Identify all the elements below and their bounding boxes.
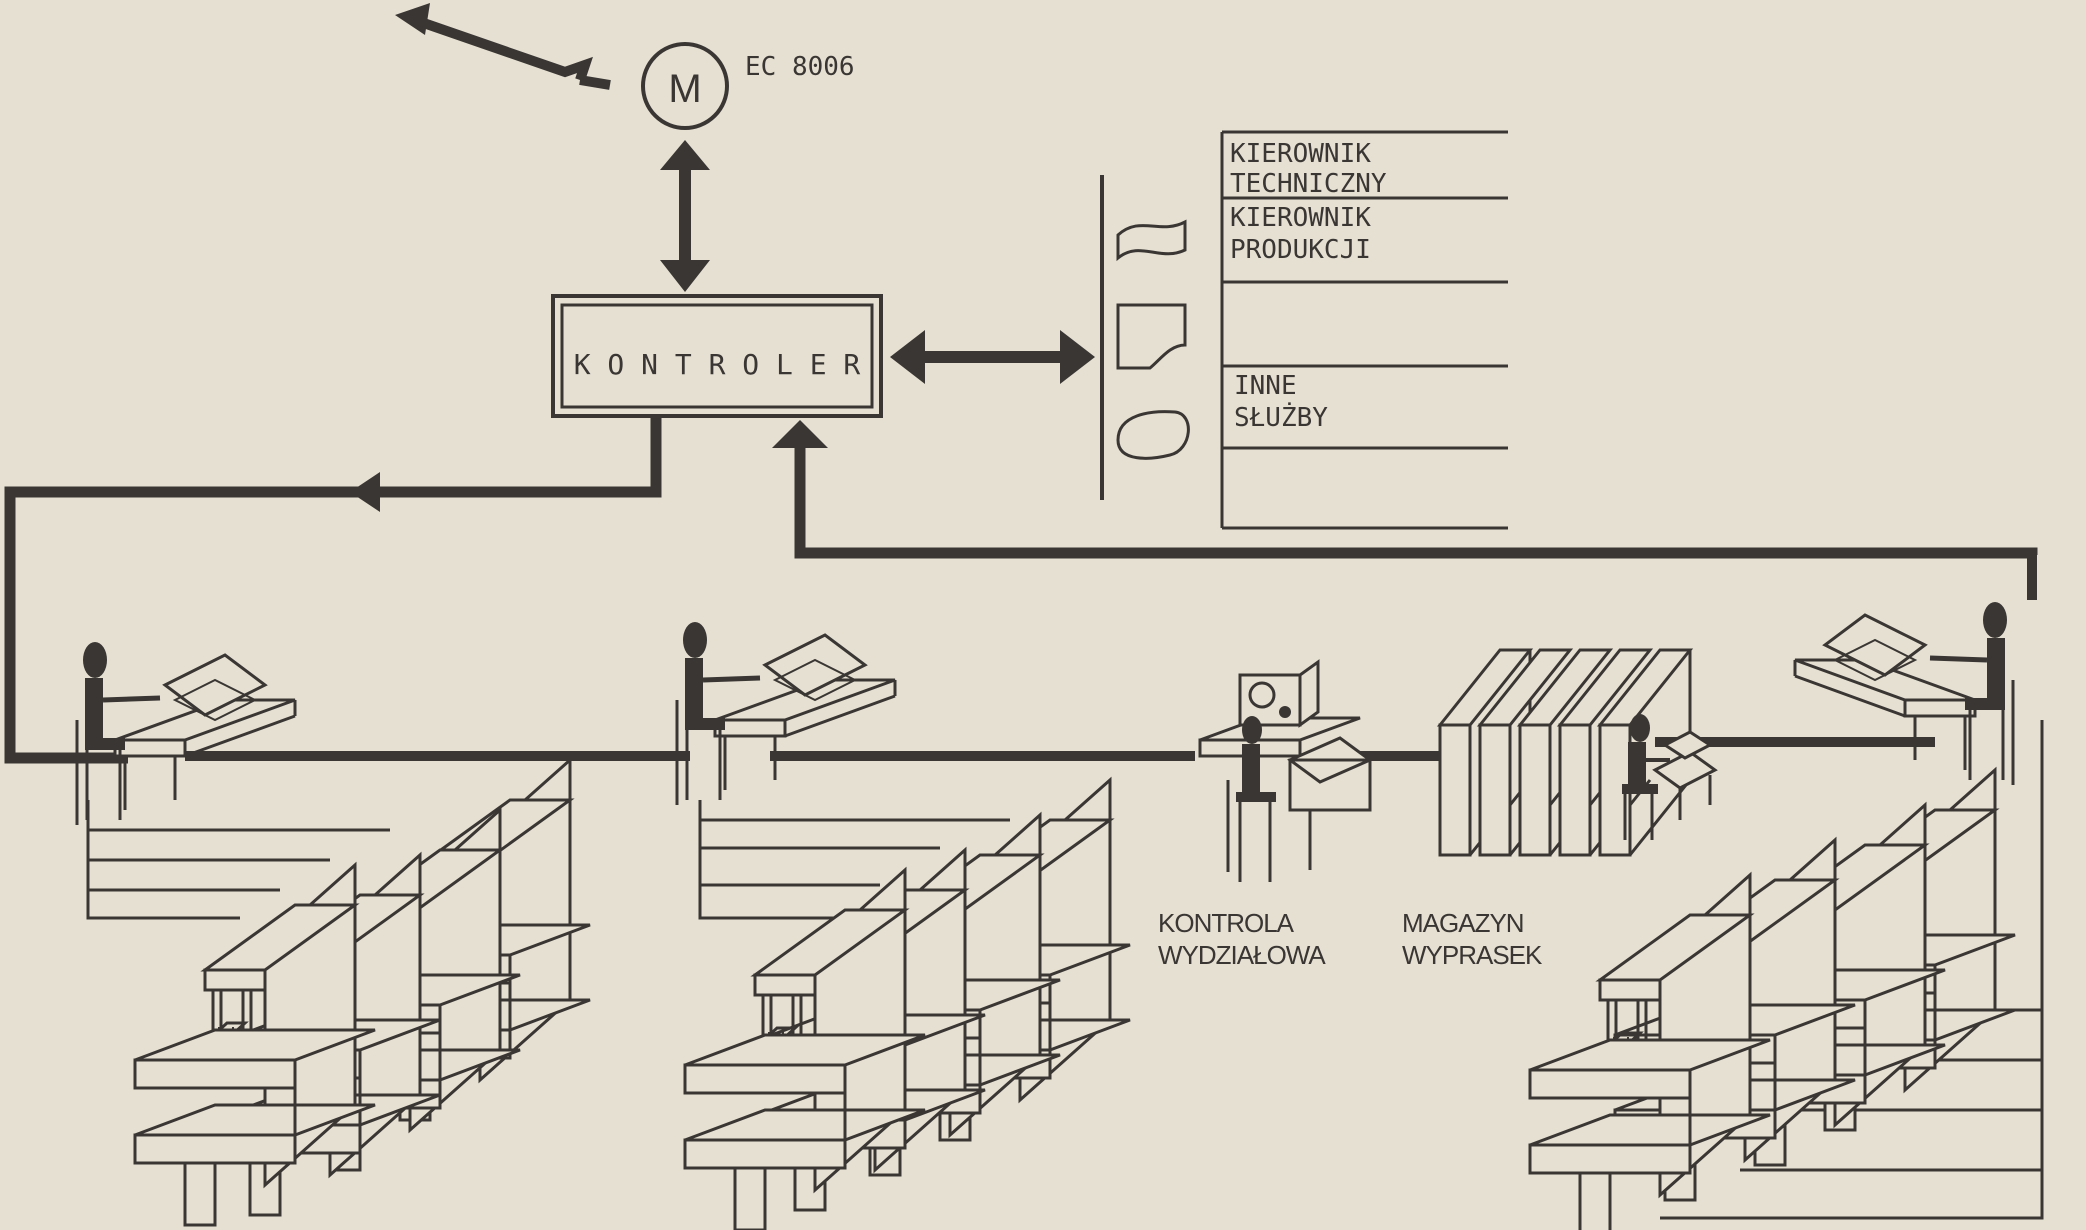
table-row-2-line1: KIEROWNIK [1230,203,1371,233]
management-table: KIEROWNIK TECHNICZNY KIEROWNIK PRODUKCJI… [1222,132,1508,528]
warehouse-label-line2: WYPRASEK [1402,940,1543,970]
warehouse-operator [1622,714,1715,840]
operator-terminal-1 [77,642,295,825]
table-row-4-line2: SŁUŻBY [1234,401,1328,433]
punched-tape-icon [1118,222,1185,258]
table-row-1-line1: KIEROWNIK [1230,139,1371,169]
punched-card-icon [1118,305,1185,368]
operator-terminal-3 [1795,602,2013,785]
table-row-2-line2: PRODUKCJI [1230,235,1371,265]
controller-panel-arrow [890,330,1095,384]
output-devices-panel [1102,175,1188,500]
inspection-label-line2: WYDZIAŁOWA [1158,940,1326,970]
controller-box: K O N T R O L E R [553,296,881,416]
telecom-link [395,3,610,85]
controller-label: K O N T R O L E R [574,348,861,381]
warehouse-label-line1: MAGAZYN [1402,908,1524,938]
inbound-bus [772,420,2032,555]
mainframe-symbol: M [668,67,701,111]
operator-terminal-2 [677,622,895,805]
inspection-label-line1: KONTROLA [1158,908,1295,938]
outbound-bus [10,418,656,758]
mainframe-node: M [643,44,727,128]
display-icon [1118,412,1188,459]
mainframe-label: EC 8006 [745,52,855,82]
mainframe-controller-arrow [660,140,710,292]
inspection-station [1200,662,1370,882]
shop-floor-bus [185,553,2032,756]
table-row-4-line1: INNE [1234,371,1297,401]
table-row-1-line2: TECHNICZNY [1230,169,1387,199]
